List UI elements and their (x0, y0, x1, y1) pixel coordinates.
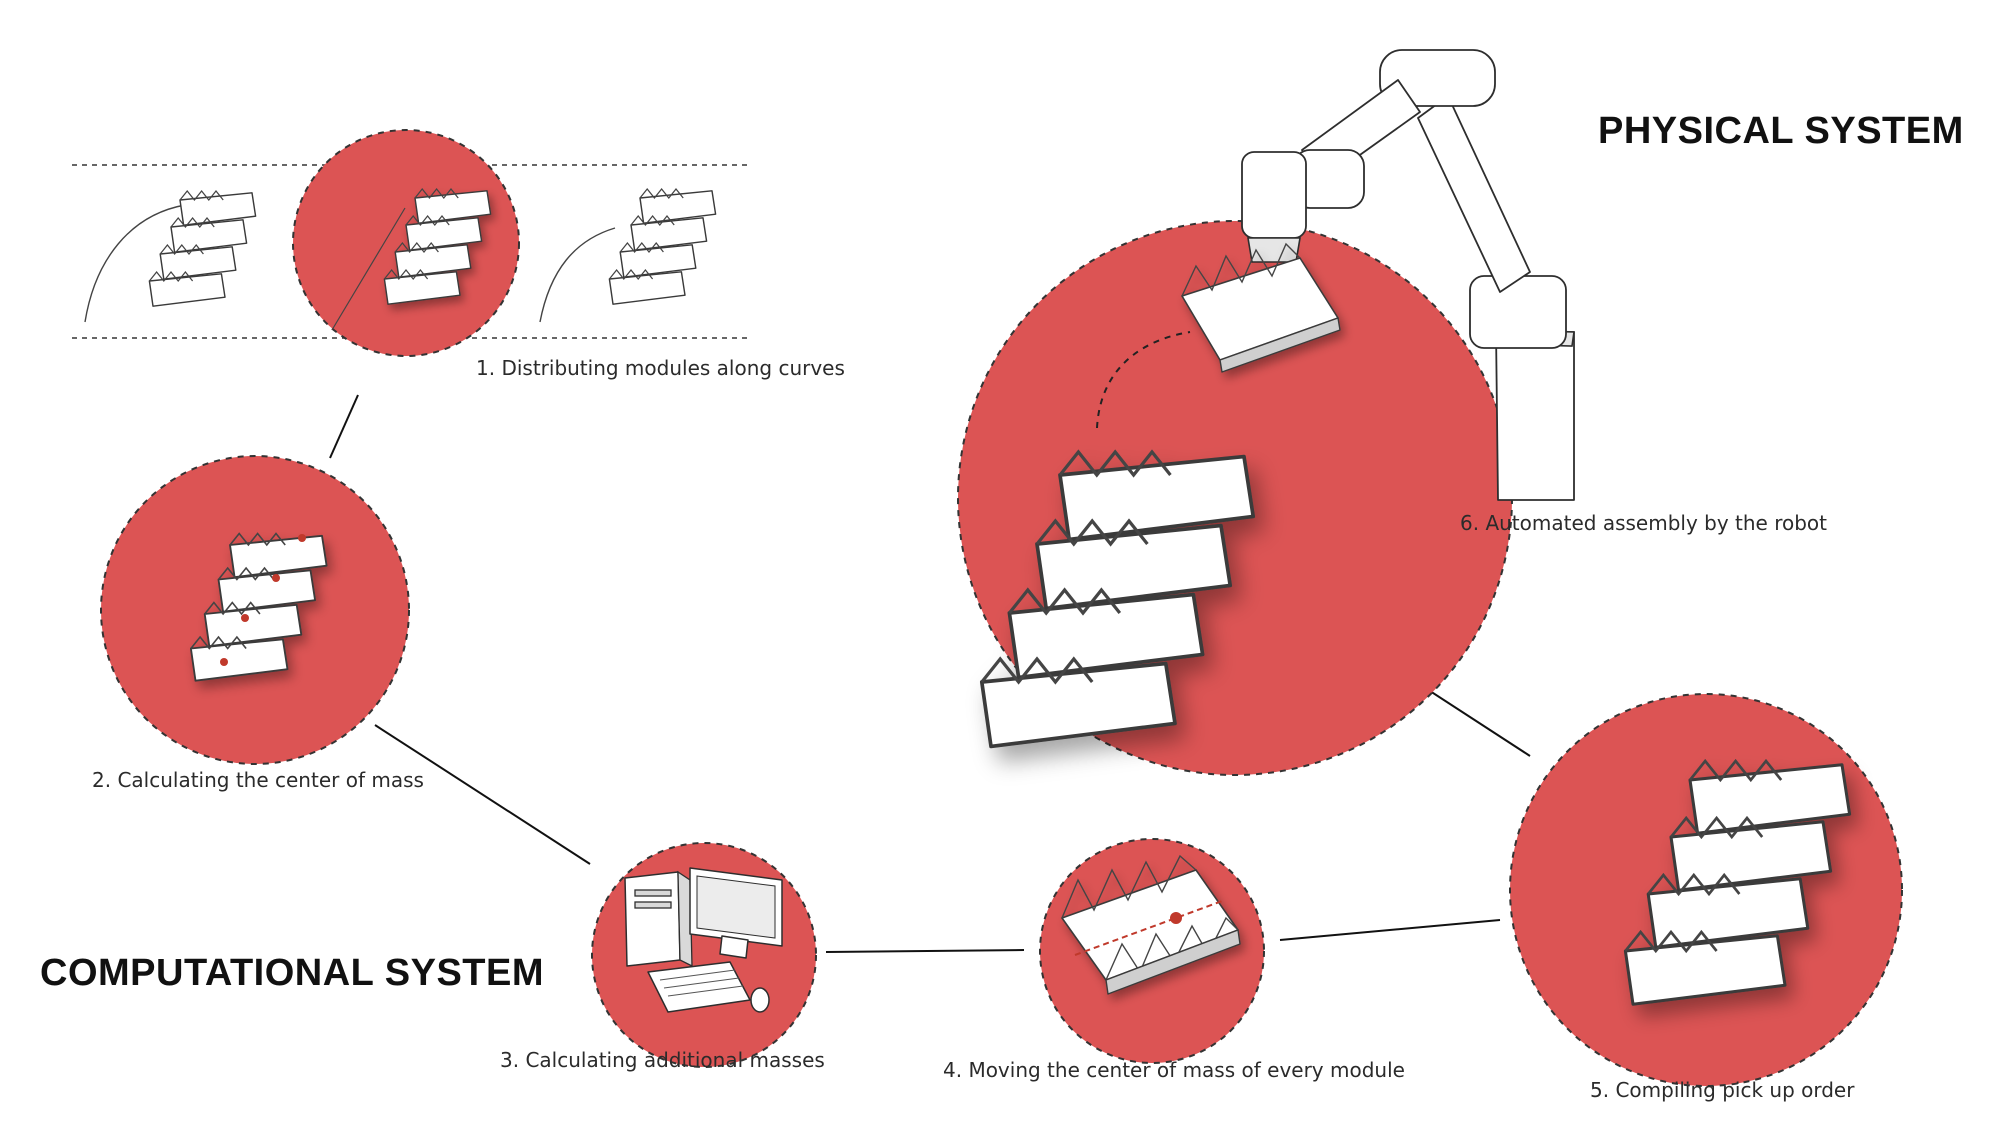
center-of-mass-dot-1 (298, 534, 306, 542)
center-of-mass-dot (1170, 912, 1182, 924)
physical-system-title: PHYSICAL SYSTEM (1598, 110, 1964, 152)
computational-system-title: COMPUTATIONAL SYSTEM (40, 952, 544, 994)
step-2-group: 2. Calculating the center of mass (92, 455, 424, 792)
computer-icon (624, 867, 783, 1013)
step-4-label: 4. Moving the center of mass of every mo… (943, 1058, 1405, 1082)
robot-base (1495, 329, 1575, 501)
step-1-group: 1. Distributing modules along curves (72, 129, 845, 380)
robot-tool-flange (1241, 151, 1307, 239)
step-2-label: 2. Calculating the center of mass (92, 768, 424, 792)
center-of-mass-path (1074, 899, 1226, 956)
mouse (750, 987, 770, 1013)
step-1-label: 1. Distributing modules along curves (476, 356, 845, 380)
center-of-mass-dot-4 (220, 658, 228, 666)
module-stack-right (608, 188, 717, 305)
step-6-group: 6. Automated assembly by the robot (957, 49, 1827, 776)
connector-2-3 (374, 724, 591, 865)
step-6-label: 6. Automated assembly by the robot (1460, 511, 1827, 535)
connector-4-5 (1279, 919, 1501, 941)
keyboard (647, 961, 751, 1013)
step-5-group: 5. Compiling pick up order (1509, 693, 1903, 1102)
connector-3-4 (825, 949, 1025, 953)
center-of-mass-dot-2 (272, 574, 280, 582)
center-of-mass-dot-3 (241, 614, 249, 622)
step-1-disc (292, 129, 520, 357)
module-stack-left (148, 190, 257, 307)
monitor-stand (719, 935, 749, 959)
step-3-group: 3. Calculating additional masses (500, 842, 825, 1072)
held-module (1181, 242, 1341, 373)
robot-arm-icon (1241, 49, 1575, 501)
robot-shoulder (1469, 275, 1567, 349)
curve-right (539, 227, 616, 323)
robot-elbow (1379, 49, 1496, 107)
curve-left (84, 204, 186, 323)
step-5-label: 5. Compiling pick up order (1590, 1078, 1855, 1102)
step-3-label: 3. Calculating additional masses (500, 1048, 825, 1072)
tower-case (624, 871, 681, 967)
single-module (1061, 854, 1241, 995)
connector-1-2 (329, 394, 359, 459)
pick-path (1096, 331, 1191, 429)
curve-inside-disc (331, 207, 406, 331)
robot-lower-arm (1417, 95, 1531, 293)
step-4-group: 4. Moving the center of mass of every mo… (943, 838, 1405, 1082)
